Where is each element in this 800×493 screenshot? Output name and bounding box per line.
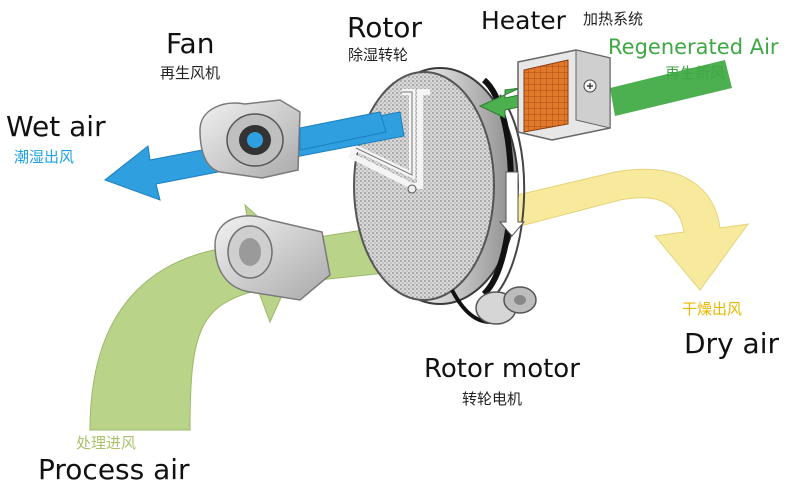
fan-label: Fan [166,27,215,60]
dry-air-label-cn: 干燥出风 [682,300,743,318]
regenerated-air-label: Regenerated Air [608,35,779,59]
wet-air-label-cn: 潮湿出风 [14,148,75,166]
fan-label-cn: 再生风机 [160,64,221,82]
regenerated-air-flow [610,60,732,116]
process-air-label-cn: 处理进风 [76,434,137,452]
regenerated-air-label-cn: 再生新风 [665,64,726,82]
heater-label: Heater [481,6,566,35]
regeneration-fan-housing [199,99,301,179]
rotor-motor-label: Rotor motor [424,354,580,384]
rotor-motor [450,286,537,325]
rotor-label: Rotor [347,11,422,44]
heater-label-cn: 加热系统 [583,10,644,28]
wet-air-label: Wet air [6,110,106,143]
rotor-motor-label-cn: 转轮电机 [462,390,523,408]
process-fan-housing [214,215,331,301]
rotation-arrow-icon [498,171,526,237]
dry-air-flow [504,168,750,291]
heater-unit [517,49,611,141]
dry-air-label: Dry air [684,327,779,360]
process-air-label: Process air [38,453,190,486]
rotor-label-cn: 除湿转轮 [348,46,409,64]
